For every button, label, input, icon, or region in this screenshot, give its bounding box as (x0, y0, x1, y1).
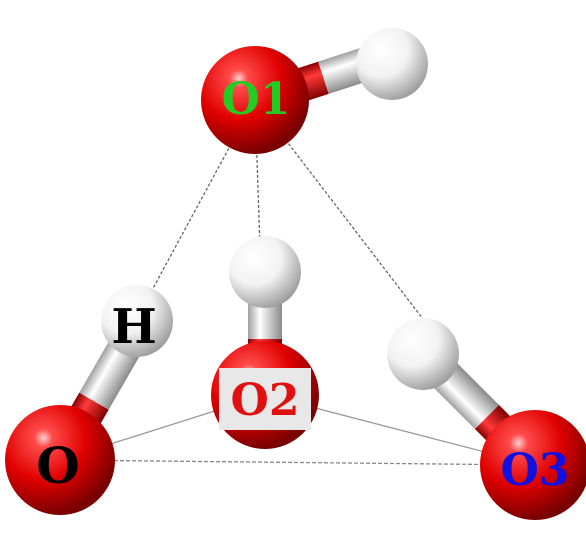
edge-o1-o3 (254, 99, 536, 466)
label-o: O (36, 436, 80, 495)
oxygen-atom-o (5, 405, 115, 515)
label-o3: O3 (501, 445, 570, 496)
oxygen-atom-o1 (201, 46, 309, 154)
edge-o-o3 (59, 459, 536, 466)
hydrogen-atom-o2 (229, 236, 301, 308)
label-o1: O1 (222, 74, 291, 125)
label-h: H (111, 299, 156, 355)
o2-label-box (219, 368, 311, 430)
label-o2: O2 (231, 375, 300, 426)
hydrogen-atom-o1 (356, 28, 428, 100)
hydrogen-atom-o3 (387, 318, 459, 390)
oxygen-atom-o3 (480, 410, 586, 520)
hydrogen-atom-h (101, 285, 173, 357)
